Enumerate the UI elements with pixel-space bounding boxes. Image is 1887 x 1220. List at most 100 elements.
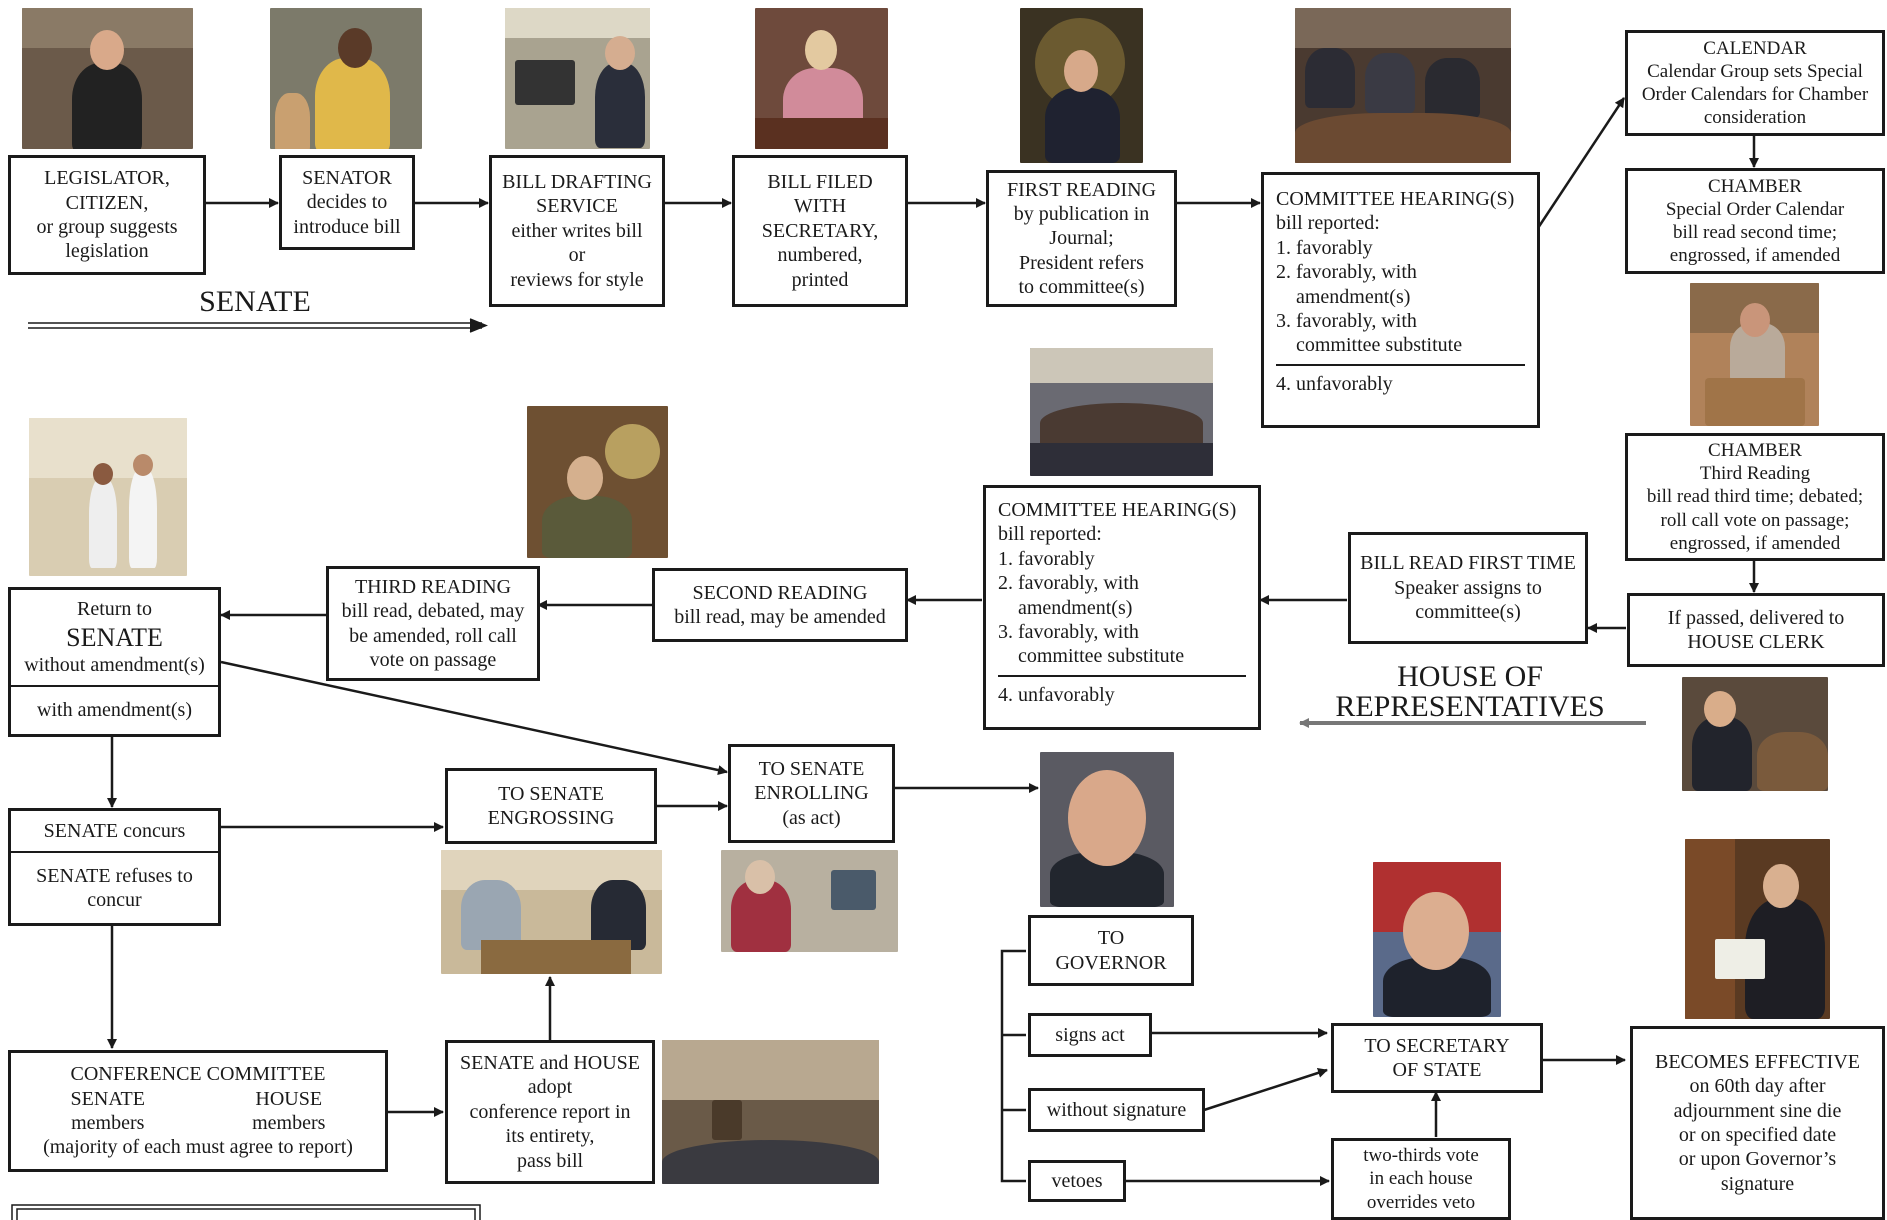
without-signature-box: without signature: [1028, 1088, 1205, 1132]
legislator-line-2: CITIZEN,: [65, 191, 149, 214]
senate-committee-item-2: 2. favorably, with: [1276, 261, 1417, 284]
effective-line-1: BECOMES EFFECTIVE: [1654, 1050, 1861, 1073]
filed-line-1: BILL FILED: [767, 171, 873, 194]
secretary-of-state-photo: [1373, 862, 1501, 1017]
third-reading-line-2: bill read, debated, may: [341, 600, 525, 623]
library-photo: [1685, 839, 1830, 1019]
senator-line-3: introduce bill: [293, 215, 401, 238]
house-first-line-3: committee(s): [1415, 601, 1521, 624]
becomes-effective-box: BECOMES EFFECTIVE on 60th day after adjo…: [1630, 1026, 1885, 1220]
calendar-line-3: Order Calendars for Chamber: [1641, 84, 1869, 105]
legislator-line-3: or group suggests: [36, 216, 178, 238]
first-reading-line-3: Journal;: [1049, 227, 1114, 250]
calendar-line-1: CALENDAR: [1703, 37, 1807, 59]
conference-photo: [662, 1040, 879, 1184]
governor-box: TO GOVERNOR: [1028, 915, 1194, 986]
senator-photo: [270, 8, 422, 149]
signs-act-label: signs act: [1055, 1023, 1125, 1046]
return-senate-divider: [11, 685, 218, 687]
chamber2-line-4: engrossed, if amended: [1669, 245, 1841, 267]
senator-line-1: SENATOR: [302, 166, 392, 189]
engrossing-line-2: ENGROSSING: [487, 807, 615, 829]
house-first-line-1: BILL READ FIRST TIME: [1360, 552, 1576, 575]
first-reading-line-2: by publication in: [1013, 202, 1150, 225]
without-signature-label: without signature: [1046, 1098, 1187, 1121]
vetoes-label: vetoes: [1051, 1169, 1103, 1192]
effective-line-6: signature: [1720, 1172, 1795, 1195]
override-veto-box: two-thirds vote in each house overrides …: [1331, 1138, 1511, 1220]
third-reading-box: THIRD READING bill read, debated, may be…: [326, 566, 540, 681]
engrossing-photo: [441, 850, 662, 974]
conference-committee-box: CONFERENCE COMMITTEE SENATE members HOUS…: [8, 1050, 388, 1172]
house-clerk-photo: [1682, 677, 1828, 791]
house-committee-box: COMMITTEE HEARING(S) bill reported: 1. f…: [983, 485, 1261, 730]
engrossing-box: TO SENATE ENGROSSING: [445, 768, 657, 844]
signs-act-box: signs act: [1028, 1013, 1152, 1057]
chamber3-line-5: engrossed, if amended: [1669, 532, 1841, 554]
house-label: HOUSE OF REPRESENTATIVES: [1310, 662, 1630, 722]
drafting-line-5: reviews for style: [510, 268, 644, 291]
filed-box: BILL FILED WITH SECRETARY, numbered, pri…: [732, 155, 908, 307]
filed-line-3: SECRETARY,: [761, 219, 879, 242]
governor-line-2: GOVERNOR: [1055, 951, 1167, 974]
senate-committee-sub: bill reported:: [1276, 212, 1380, 235]
house-committee-item-1: 1. favorably: [998, 547, 1095, 570]
senate-committee-item-3: 3. favorably, with: [1276, 309, 1417, 332]
senate-committee-last: 4. unfavorably: [1276, 372, 1393, 395]
senate-committee-item-3b: committee substitute: [1296, 334, 1463, 357]
senator-box: SENATOR decides to introduce bill: [279, 155, 415, 250]
filed-line-5: printed: [791, 268, 849, 291]
house-committee-title: COMMITTEE HEARING(S): [998, 499, 1237, 521]
enrolling-line-3: (as act): [782, 806, 841, 829]
first-reading-line-4: President refers: [1019, 251, 1144, 274]
conference-senate-members: members: [71, 1112, 145, 1134]
effective-line-2: on 60th day after: [1689, 1075, 1826, 1098]
chamber3-line-2: Third Reading: [1699, 463, 1811, 485]
return-senate-with-amendments: with amendment(s): [37, 699, 192, 722]
house-committee-sub: bill reported:: [998, 523, 1102, 546]
house-committee-item-2: 2. favorably, with: [998, 572, 1139, 595]
chamber-photo: [1690, 283, 1819, 426]
return-senate-line-1: Return to: [77, 598, 152, 621]
third-reading-line-3: be amended, roll call: [349, 624, 517, 647]
first-reading-line-5: to committee(s): [1018, 276, 1145, 299]
senate-refuses-line-2: concur: [87, 889, 142, 911]
adopt-line-3: conference report in: [469, 1100, 631, 1123]
legislator-line-1: LEGISLATOR,: [44, 167, 170, 190]
governor-line-1: TO: [1097, 927, 1125, 950]
senator-line-2: decides to: [306, 191, 388, 214]
house-committee-last: 4. unfavorably: [998, 683, 1115, 706]
enrolling-line-2: ENROLLING: [754, 782, 869, 805]
engrossing-line-1: TO SENATE: [498, 782, 604, 805]
senate-committee-box: COMMITTEE HEARING(S) bill reported: 1. f…: [1261, 172, 1540, 428]
second-reading-line-1: SECOND READING: [692, 581, 868, 604]
adopt-line-1: SENATE and HOUSE: [460, 1052, 640, 1075]
senate-refuses-line-1: SENATE refuses to: [36, 864, 193, 887]
override-line-2: in each house: [1369, 1168, 1473, 1190]
conference-senate-col: SENATE members: [71, 1087, 145, 1136]
adopt-line-2: adopt: [527, 1076, 573, 1099]
adopt-line-4: its entirety,: [505, 1125, 595, 1148]
adopt-report-box: SENATE and HOUSE adopt conference report…: [445, 1040, 655, 1184]
president-photo: [1020, 8, 1143, 163]
chamber3-line-3: bill read third time; debated;: [1646, 486, 1864, 508]
secretary-state-line-1: TO SECRETARY: [1364, 1034, 1510, 1057]
secretary-state-line-2: OF STATE: [1392, 1059, 1482, 1081]
hallway-photo: [29, 418, 187, 576]
senate-committee-divider: [1276, 363, 1525, 366]
conference-members: SENATE members HOUSE members: [17, 1087, 379, 1136]
enrolling-line-1: TO SENATE: [758, 757, 865, 780]
house-committee-photo: [1030, 348, 1213, 476]
return-senate-box: Return to SENATE without amendment(s) wi…: [8, 587, 221, 737]
filed-line-2: WITH: [793, 195, 847, 218]
senate-committee-title: COMMITTEE HEARING(S): [1276, 188, 1515, 210]
senate-committee-item-2b: amendment(s): [1296, 285, 1411, 308]
chamber2-line-2: Special Order Calendar: [1665, 198, 1845, 220]
drafting-line-1: BILL DRAFTING: [502, 171, 652, 194]
override-line-1: two-thirds vote: [1363, 1145, 1479, 1167]
drafting-line-4: or: [568, 244, 586, 267]
chamber2-line-1: CHAMBER: [1708, 175, 1802, 197]
drafting-line-2: SERVICE: [536, 195, 618, 218]
calendar-line-2: Calendar Group sets Special: [1647, 60, 1863, 82]
